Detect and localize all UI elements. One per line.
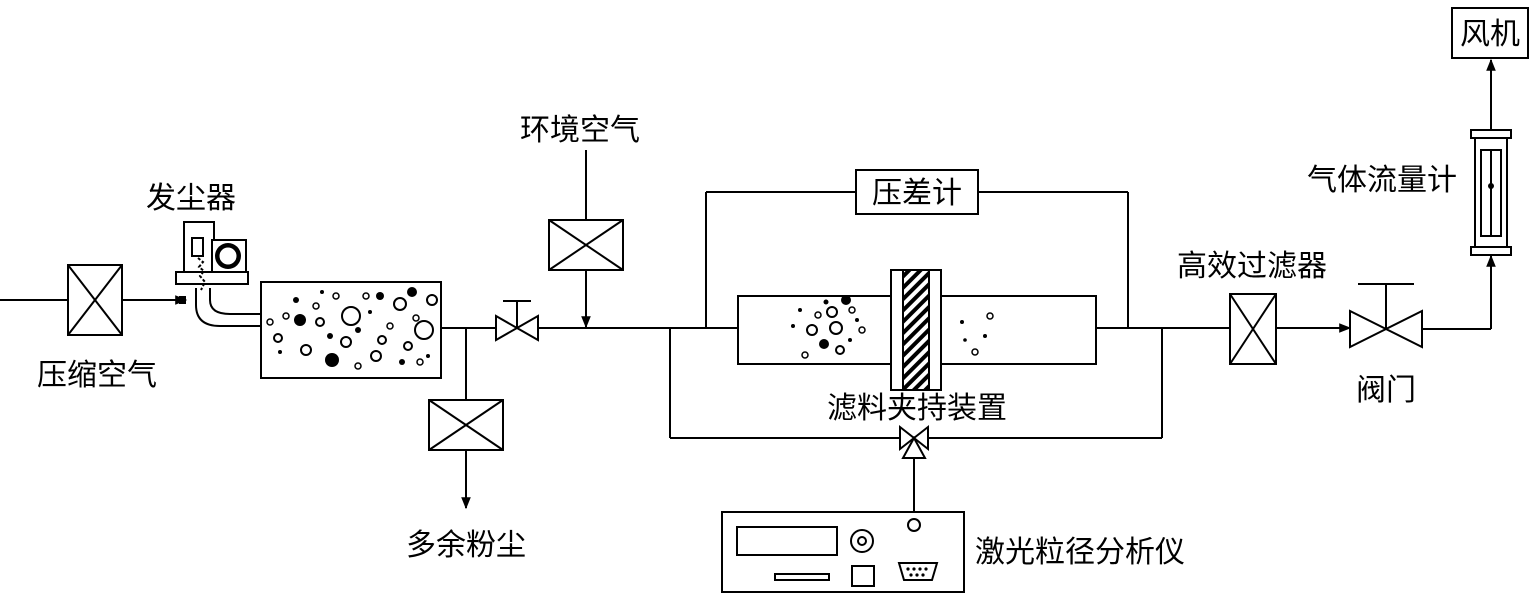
dust-generator-base	[175, 271, 249, 285]
analyzer-sample-port	[907, 518, 921, 532]
fan-label: 风机	[1460, 17, 1520, 52]
ambient-air-inlet: 环境空气	[520, 113, 640, 329]
flow-meter-label: 气体流量计	[1307, 163, 1457, 198]
ambient-air-label: 环境空气	[520, 113, 640, 148]
laser-particle-analyzer: 激光粒径分析仪	[721, 511, 1185, 593]
sampling-loop	[669, 328, 1163, 439]
analyzer-serial-port	[897, 562, 939, 581]
outlet-valve[interactable]: 阀门	[1349, 283, 1423, 408]
filter-media	[902, 269, 930, 391]
inlet-filter	[67, 264, 123, 336]
excess-dust-branch: 多余粉尘	[406, 328, 526, 563]
fan: 风机	[1451, 7, 1529, 59]
compressed-air-inlet: 压缩空气	[0, 264, 188, 393]
ambient-air-filter	[548, 219, 624, 271]
filter-holder: 滤料夹持装置	[827, 269, 1007, 426]
analyzer-slot	[774, 573, 830, 581]
inlet-valve[interactable]	[495, 300, 539, 342]
dust-generator-label: 发尘器	[146, 181, 236, 216]
pressure-gauge-label: 压差计	[872, 176, 962, 211]
pressure-gauge: 压差计	[855, 169, 979, 215]
valve-label: 阀门	[1356, 373, 1416, 408]
analyzer-power-button[interactable]	[851, 565, 875, 587]
analyzer-display	[736, 526, 838, 556]
laser-analyzer-label: 激光粒径分析仪	[975, 535, 1185, 570]
filter-holder-label: 滤料夹持装置	[827, 391, 1007, 426]
dust-generator: 发尘器	[146, 181, 262, 327]
upstream-particles	[791, 295, 866, 359]
hepa-filter: 高效过滤器	[1177, 249, 1327, 365]
downstream-particles	[960, 312, 994, 356]
compressed-air-label: 压缩空气	[37, 358, 157, 393]
gas-flow-meter: 气体流量计	[1307, 129, 1512, 256]
excess-dust-label: 多余粉尘	[406, 528, 526, 563]
sampling-valve[interactable]	[899, 424, 929, 459]
excess-dust-filter	[428, 399, 504, 451]
mixing-chamber	[260, 281, 442, 379]
hepa-filter-label: 高效过滤器	[1177, 249, 1327, 284]
pressure-gauge-loop	[705, 191, 1129, 328]
mixing-chamber-particles	[266, 287, 438, 370]
